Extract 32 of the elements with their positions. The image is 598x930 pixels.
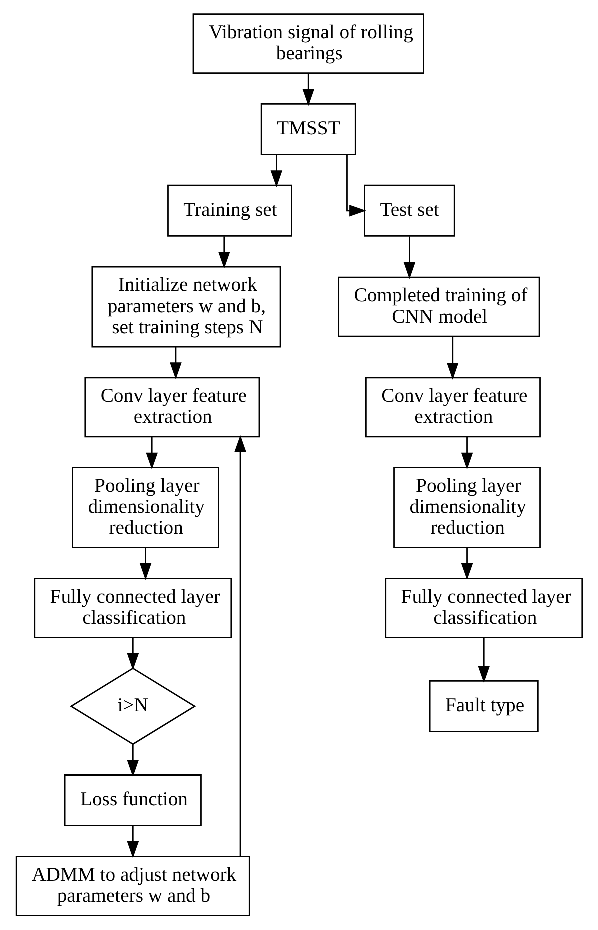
arrow xyxy=(460,437,473,470)
node-box: Test set xyxy=(364,184,455,237)
arrow xyxy=(270,154,282,188)
node-box: ADMM to adjust network parameters w and b xyxy=(15,856,250,916)
node-box: Fault type xyxy=(428,680,538,732)
arrow xyxy=(403,236,416,280)
arrow xyxy=(302,74,314,106)
arrow xyxy=(126,826,139,858)
node-box: Pooling layer dimensionality reduction xyxy=(393,467,540,549)
arrow xyxy=(346,154,366,217)
node-box: Fully connected layer classification xyxy=(384,578,583,638)
arrow xyxy=(478,638,490,684)
arrow xyxy=(126,638,139,670)
arrow xyxy=(446,336,458,380)
arrow xyxy=(139,548,152,580)
arrow xyxy=(234,435,246,857)
node-box: Loss function xyxy=(64,774,202,826)
node-box: Fully connected layer classification xyxy=(34,578,232,638)
node-diamond: i>N xyxy=(70,668,196,746)
arrow xyxy=(126,744,139,778)
arrow xyxy=(218,236,230,269)
node-box: Training set xyxy=(167,184,292,237)
arrow xyxy=(170,347,182,380)
arrow xyxy=(460,548,473,580)
node-box: Conv layer feature extraction xyxy=(84,377,260,438)
node-box: Initialize network parameters w and b, set training steps N xyxy=(91,266,281,348)
node-box: Conv layer feature extraction xyxy=(364,377,540,438)
node-box: Pooling layer dimensionality reduction xyxy=(72,467,219,549)
arrow xyxy=(146,437,158,470)
node-box: Completed training of CNN model xyxy=(338,276,540,338)
node-box: TMSST xyxy=(260,104,356,156)
node-box: Vibration signal of rolling bearings xyxy=(192,14,424,74)
